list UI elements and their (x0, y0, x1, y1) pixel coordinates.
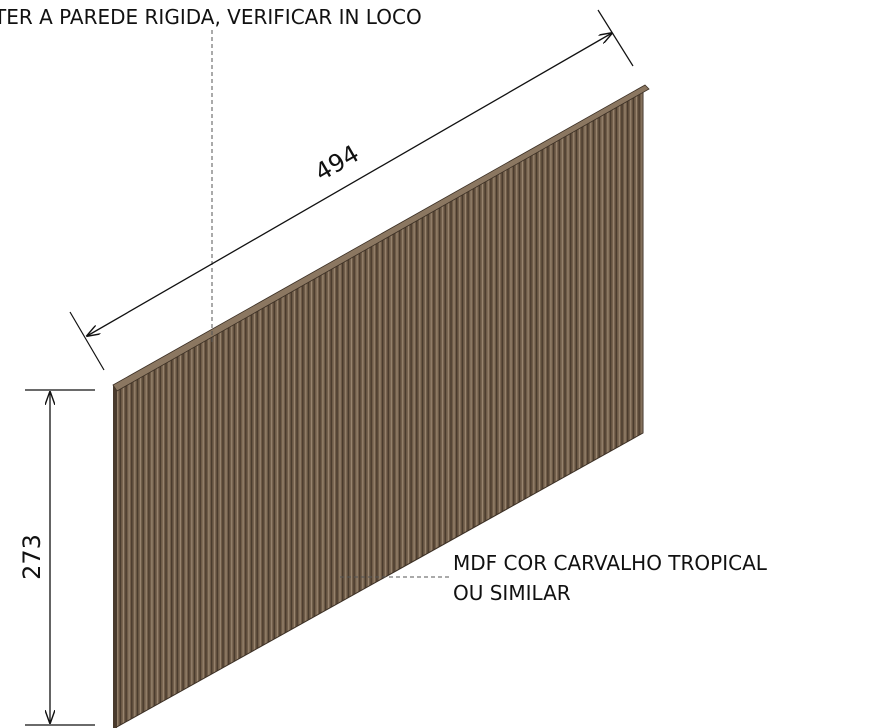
panel-face (114, 89, 644, 728)
width-dimension-value: 494 (310, 139, 364, 186)
material-note-line1: MDF COR CARVALHO TROPICAL (453, 551, 768, 575)
width-extension-left (69, 311, 105, 371)
width-extension-right (597, 9, 634, 67)
material-note-line2: OU SIMILAR (453, 581, 571, 605)
height-dimension: 273 (18, 389, 95, 726)
width-dimension-line (87, 33, 612, 336)
top-note-text: TER A PAREDE RIGIDA, VERIFICAR IN LOCO (0, 5, 422, 29)
panel-left-edge (113, 385, 117, 728)
slatted-wall-panel (112, 84, 650, 728)
height-dimension-value: 273 (18, 534, 46, 580)
